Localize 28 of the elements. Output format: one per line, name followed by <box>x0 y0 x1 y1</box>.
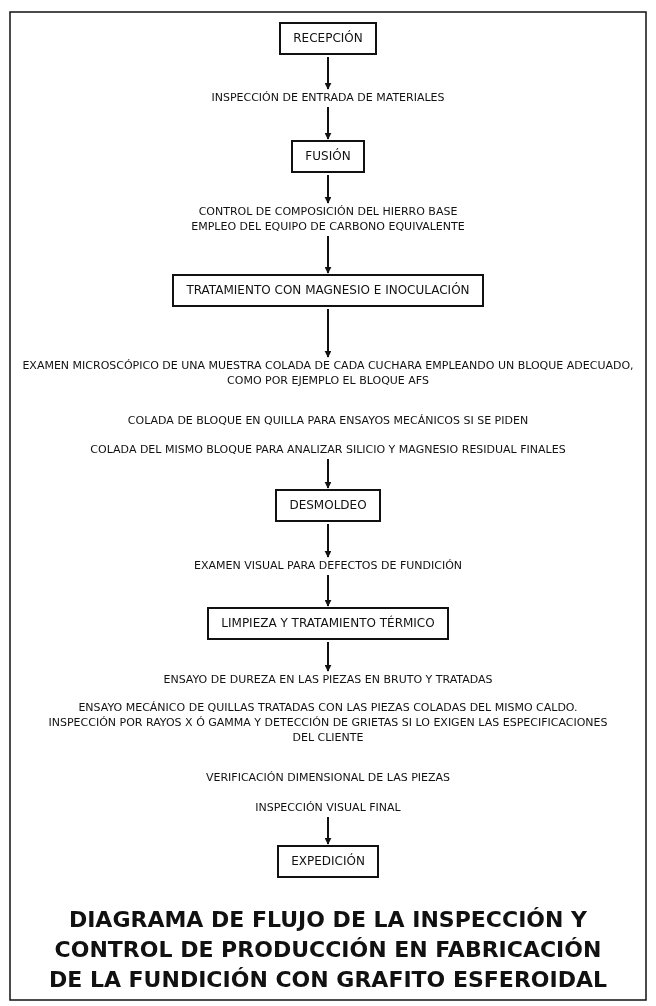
inspection-step-text: EMPLEO DEL EQUIPO DE CARBONO EQUIVALENTE <box>191 219 465 234</box>
arrow <box>324 458 332 489</box>
inspection-step-text: INSPECCIÓN VISUAL FINAL <box>255 800 401 815</box>
note-text: ENSAYO MECÁNICO DE QUILLAS TRATADAS CON LAS PIEZAS COLADAS DEL MISMO CALDO. INSPECCIÓN POR RAYOS X Ó GAMMA Y DETECCIÓN DE GRIETAS SI LO EXIGEN LAS ESPECIFICACIONES DEL CLIENTE <box>48 700 608 745</box>
inspection-step-text: ENSAYO DE DUREZA EN LAS PIEZAS EN BRUTO Y TRATADAS <box>163 672 493 687</box>
diagram-title: DIAGRAMA DE FLUJO DE LA INSPECCIÓN Y CONTROL DE PRODUCCIÓN EN FABRICACIÓN DE LA FUNDICIÓN CON GRAFITO ESFEROIDAL <box>47 906 609 994</box>
arrow <box>324 106 332 140</box>
process-box: EXPEDICIÓN <box>277 845 379 878</box>
arrow <box>324 816 332 845</box>
arrow <box>324 235 332 274</box>
process-box: LIMPIEZA Y TRATAMIENTO TÉRMICO <box>207 607 449 640</box>
process-box: FUSIÓN <box>291 140 365 173</box>
process-box: DESMOLDEO <box>275 489 381 522</box>
process-box: RECEPCIÓN <box>279 22 377 55</box>
inspection-step-text: COLADA DEL MISMO BLOQUE PARA ANALIZAR SILICIO Y MAGNESIO RESIDUAL FINALES <box>90 442 566 457</box>
process-box: TRATAMIENTO CON MAGNESIO E INOCULACIÓN <box>172 274 484 307</box>
inspection-step-text: EXAMEN VISUAL PARA DEFECTOS DE FUNDICIÓN <box>193 558 463 573</box>
note-text: COLADA DE BLOQUE EN QUILLA PARA ENSAYOS MECÁNICOS SI SE PIDEN <box>127 413 529 428</box>
arrow <box>324 523 332 558</box>
arrow <box>324 308 332 358</box>
note-text: VERIFICACIÓN DIMENSIONAL DE LAS PIEZAS <box>205 770 451 785</box>
inspection-step-text: CONTROL DE COMPOSICIÓN DEL HIERRO BASE <box>197 204 459 219</box>
arrow <box>324 56 332 90</box>
arrow <box>324 174 332 204</box>
inspection-step-text: INSPECCIÓN DE ENTRADA DE MATERIALES <box>211 90 445 105</box>
inspection-step-text: EXAMEN MICROSCÓPICO DE UNA MUESTRA COLADA DE CADA CUCHARA EMPLEANDO UN BLOQUE ADECUADO, COMO POR EJEMPLO EL BLOQUE AFS <box>13 358 643 388</box>
arrow <box>324 641 332 672</box>
arrow <box>324 574 332 607</box>
